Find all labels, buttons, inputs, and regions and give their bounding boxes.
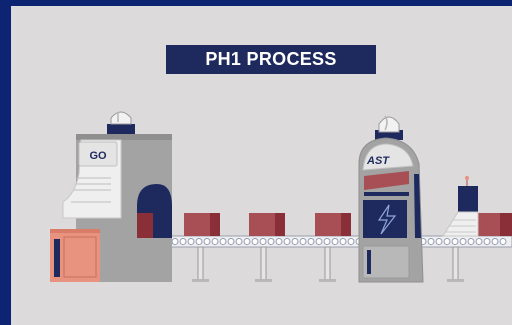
stacker-unit <box>442 176 479 237</box>
conveyor-roller <box>283 238 291 245</box>
conveyor-legs <box>192 246 464 282</box>
conveyor-roller <box>483 238 491 245</box>
conveyor-roller <box>491 238 499 245</box>
conveyor-roller <box>267 238 275 245</box>
conveyor-roller <box>227 238 235 245</box>
conveyor-roller <box>347 238 355 245</box>
conveyor-roller <box>427 238 435 245</box>
conveyor-roller <box>323 238 331 245</box>
conveyor-roller <box>475 238 483 245</box>
conveyor-leg <box>319 246 336 282</box>
conveyor-belt <box>130 235 512 248</box>
conveyor-roller <box>243 238 251 245</box>
conveyor-roller <box>211 238 219 245</box>
conveyor-roller <box>459 238 467 245</box>
title-banner: PH1 PROCESS <box>166 45 376 74</box>
warning-light-icon <box>375 115 403 140</box>
conveyor-roller <box>203 238 211 245</box>
conveyor-box <box>184 213 220 236</box>
conveyor-roller <box>315 238 323 245</box>
conveyor-leg <box>447 246 464 282</box>
process-stage: GO AST <box>11 6 512 325</box>
conveyor-roller <box>291 238 299 245</box>
left-machine: GO <box>50 111 172 282</box>
conveyor-roller <box>251 238 259 245</box>
conveyor-leg <box>255 246 272 282</box>
page-title: PH1 PROCESS <box>205 49 337 69</box>
conveyor-roller <box>467 238 475 245</box>
conveyor-roller <box>235 238 243 245</box>
conveyor-roller <box>179 238 187 245</box>
go-label: GO <box>89 150 107 162</box>
conveyor-roller <box>331 238 339 245</box>
warning-light-icon <box>107 111 135 136</box>
conveyor-roller <box>171 238 179 245</box>
conveyor-box <box>474 213 512 236</box>
process-illustration: GO AST <box>50 111 512 283</box>
conveyor-roller <box>435 238 443 245</box>
lightning-bolt-icon <box>377 204 397 235</box>
right-machine: AST <box>358 115 424 283</box>
conveyor-roller <box>443 238 451 245</box>
conveyor-roller <box>451 238 459 245</box>
conveyor-leg <box>192 246 209 282</box>
conveyor-roller <box>307 238 315 245</box>
conveyor-roller <box>219 238 227 245</box>
conveyor-box <box>249 213 285 236</box>
ast-label: AST <box>366 155 390 167</box>
conveyor-roller <box>275 238 283 245</box>
conveyor-roller <box>299 238 307 245</box>
conveyor-roller <box>195 238 203 245</box>
conveyor-roller <box>187 238 195 245</box>
conveyor-roller <box>259 238 267 245</box>
conveyor-roller <box>499 238 507 245</box>
conveyor-box <box>315 213 351 236</box>
conveyor-roller <box>339 238 347 245</box>
